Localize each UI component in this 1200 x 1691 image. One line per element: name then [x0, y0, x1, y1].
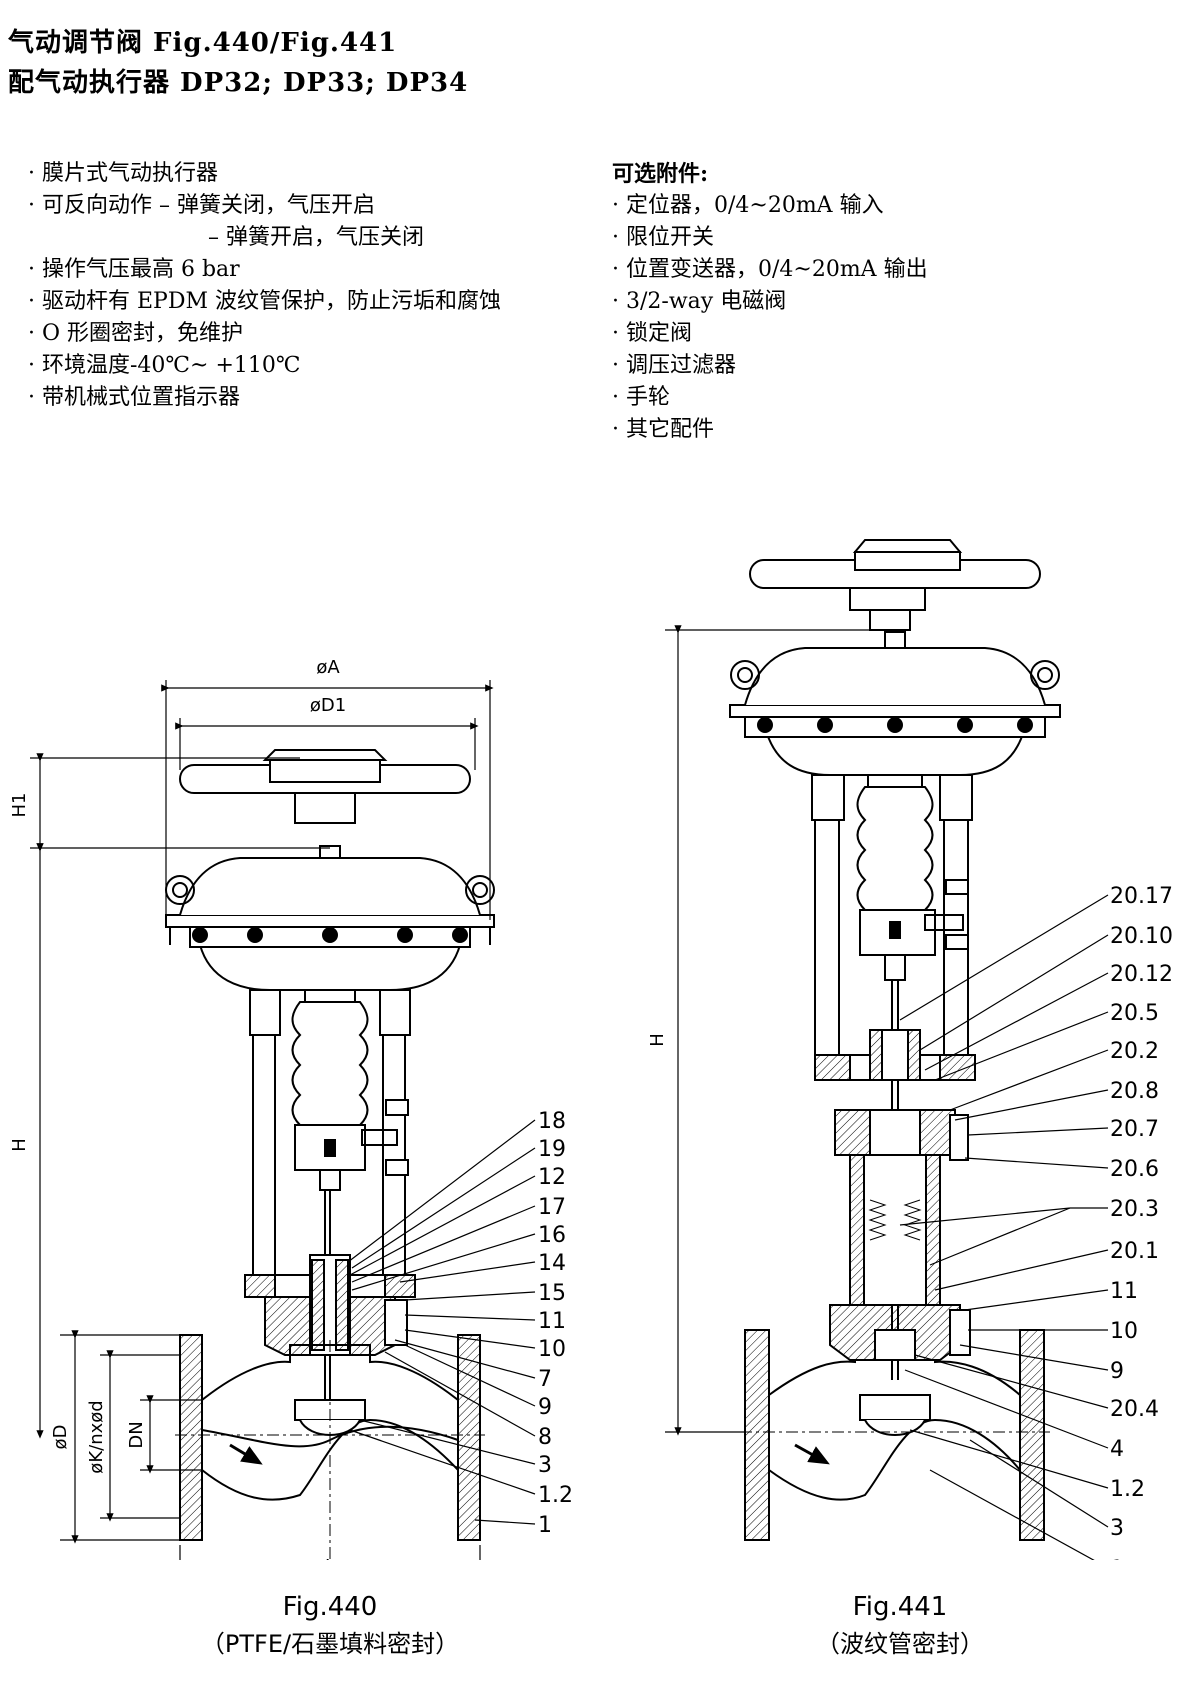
option-item: · 其它配件 [612, 417, 714, 442]
fig441-bellows [856, 774, 964, 981]
option-item: · 定位器，0/4~20mA 输入 [612, 193, 884, 218]
fig440-part-label: 1.2 [538, 1483, 573, 1508]
fig440-part-label: 10 [538, 1337, 566, 1362]
fig440-caption-block: Fig.440 （PTFE/石墨填料密封） [170, 1592, 490, 1659]
fig441-part-label: 3 [1110, 1516, 1124, 1541]
option-item: · 调压过滤器 [612, 353, 736, 378]
fig441-part-labels: 20.17 20.10 20.12 20.5 20.2 20.8 20.7 20… [1110, 884, 1173, 1560]
fig440-body [175, 1334, 485, 1560]
fig440-part-label: 14 [538, 1251, 566, 1276]
fig441-part-label: 20.3 [1110, 1197, 1159, 1222]
fig440-dim-labels: øA øD1 H1 H øD øK/nxød DN L [9, 657, 346, 1560]
option-item: · 位置变送器，0/4~20mA 输出 [612, 257, 928, 282]
fig440-leaders [347, 1119, 536, 1525]
fig441-part-label: 20.2 [1110, 1039, 1159, 1064]
feature-item: · 可反向动作 – 弹簧关闭，气压开启 [28, 193, 375, 218]
feature-list: · 膜片式气动执行器 · 可反向动作 – 弹簧关闭，气压开启 – 弹簧开启，气压… [28, 158, 501, 414]
feature-item: · 驱动杆有 EPDM 波纹管保护，防止污垢和腐蚀 [28, 289, 502, 314]
fig441-part-label: 20.10 [1110, 924, 1173, 949]
fig440-drawing [30, 680, 536, 1560]
title-line-1: 气动调节阀 Fig.440/Fig.441 [8, 28, 398, 58]
fig440-part-label: 17 [538, 1195, 566, 1220]
options-list: 可选附件: · 定位器，0/4~20mA 输入 · 限位开关 · 位置变送器，0… [612, 158, 928, 446]
fig440-part-labels: 18 19 12 17 16 14 15 11 10 7 9 8 3 1.2 1 [538, 1109, 573, 1538]
fig440-dim-label: øA [316, 657, 340, 678]
fig441-leaders [899, 894, 1109, 1560]
fig440-part-label: 1 [538, 1513, 552, 1538]
fig441-part-label: 10 [1110, 1319, 1138, 1344]
fig440-bellows [291, 989, 398, 1191]
fig441-part-label: 4 [1110, 1437, 1124, 1462]
fig441-part-label: 20.12 [1110, 962, 1173, 987]
fig440-caption: Fig.440 [282, 1592, 378, 1622]
fig440-bonnet [244, 1254, 416, 1356]
fig441-part-label: 1.2 [1110, 1477, 1145, 1502]
fig441-part-label: 20.17 [1110, 884, 1173, 909]
fig440-handwheel [179, 749, 471, 824]
option-item: · 限位开关 [612, 225, 714, 250]
fig440-part-label: 11 [538, 1309, 566, 1334]
fig441-dim-label: H [647, 1033, 668, 1047]
title-line-2: 配气动执行器 DP32; DP33; DP34 [8, 68, 469, 98]
fig441-handwheel [749, 539, 1041, 631]
fig441-caption-block: Fig.441 （波纹管密封） [760, 1592, 1040, 1659]
fig440-part-label: 15 [538, 1281, 566, 1306]
fig440-dim-label: øK/nxød [86, 1400, 107, 1473]
technical-drawing: øA øD1 H1 H øD øK/nxød DN L 18 19 12 17 … [9, 539, 1173, 1560]
fig441-part-label: 1 [1110, 1557, 1124, 1560]
fig441-body [740, 1329, 1050, 1541]
fig440-part-label: 16 [538, 1223, 566, 1248]
feature-item: · 膜片式气动执行器 [28, 161, 218, 186]
fig440-dim-label: H [9, 1138, 30, 1152]
fig441-part-label: 20.1 [1110, 1239, 1159, 1264]
fig441-caption: Fig.441 [852, 1592, 948, 1622]
fig440-dim-label: DN [126, 1421, 147, 1448]
fig440-dim-label: øD [50, 1425, 71, 1450]
feature-item: · O 形圈密封，免维护 [28, 321, 244, 346]
fig440-dimensions [30, 680, 494, 1560]
option-item: · 手轮 [612, 385, 670, 410]
fig441-part-label: 20.6 [1110, 1157, 1159, 1182]
fig440-actuator [165, 845, 495, 991]
fig440-part-label: 12 [538, 1165, 566, 1190]
fig441-drawing [665, 539, 1109, 1560]
option-item: · 锁定阀 [612, 321, 692, 346]
fig440-part-label: 8 [538, 1425, 552, 1450]
fig440-part-label: 19 [538, 1137, 566, 1162]
feature-item: – 弹簧开启，气压关闭 [208, 225, 424, 250]
fig440-dim-label: H1 [9, 793, 30, 818]
fig440-part-label: 7 [538, 1367, 552, 1392]
options-heading: 可选附件: [612, 161, 709, 187]
fig441-part-label: 9 [1110, 1359, 1124, 1384]
fig440-dim-label: L [325, 1556, 335, 1560]
option-item: · 3/2-way 电磁阀 [612, 289, 787, 314]
fig441-bonnet [814, 1029, 976, 1361]
fig440-part-label: 18 [538, 1109, 566, 1134]
fig441-part-label: 20.4 [1110, 1397, 1159, 1422]
fig441-dim-labels: H [647, 1033, 668, 1047]
feature-item: · 环境温度-40℃~ +110℃ [28, 353, 301, 378]
fig441-dimensions [665, 625, 890, 1436]
fig441-subcaption: （波纹管密封） [816, 1630, 984, 1658]
fig441-part-label: 20.5 [1110, 1001, 1159, 1026]
fig441-part-label: 20.8 [1110, 1079, 1159, 1104]
fig441-part-label: 20.7 [1110, 1117, 1159, 1142]
fig441-part-label: 11 [1110, 1279, 1138, 1304]
fig440-part-label: 3 [538, 1453, 552, 1478]
fig440-part-label: 9 [538, 1395, 552, 1420]
fig440-dim-label: øD1 [310, 695, 346, 716]
fig440-subcaption: （PTFE/石墨填料密封） [200, 1630, 460, 1658]
fig441-actuator [729, 631, 1061, 776]
feature-item: · 操作气压最高 6 bar [28, 257, 240, 282]
feature-item: · 带机械式位置指示器 [28, 385, 240, 410]
